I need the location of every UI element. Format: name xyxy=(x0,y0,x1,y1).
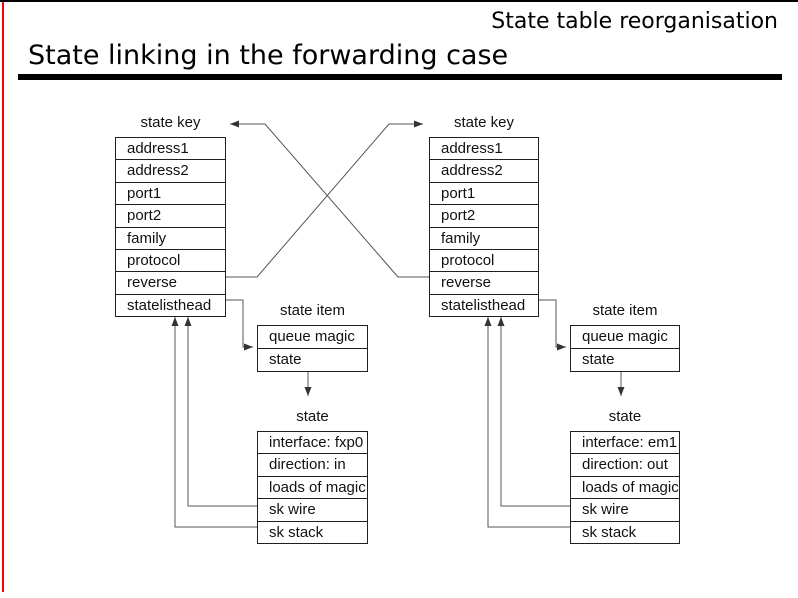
left-state-key-label: state key xyxy=(140,114,201,131)
left-state-key-table: address1 address2 port1 port2 family pro… xyxy=(115,137,226,318)
link-left-reverse-to-right-key xyxy=(226,120,423,278)
link-left-skwire-to-key xyxy=(184,317,257,507)
table-row: sk wire xyxy=(258,498,367,520)
table-row: loads of magic xyxy=(571,475,679,498)
table-row: sk stack xyxy=(571,520,679,543)
table-row: state xyxy=(258,348,367,371)
table-row: statelisthead xyxy=(116,293,225,316)
right-state-label: state xyxy=(608,408,642,425)
table-row: state xyxy=(571,348,679,371)
table-row: address2 xyxy=(430,159,538,181)
table-row: port2 xyxy=(430,204,538,226)
table-row: protocol xyxy=(116,248,225,271)
table-row: port1 xyxy=(116,181,225,204)
left-state-label: state xyxy=(296,408,329,425)
table-row: interface: fxp0 xyxy=(269,434,364,451)
link-left-skstack-to-key xyxy=(171,317,257,528)
table-row: reverse xyxy=(430,271,538,293)
table-row: reverse xyxy=(116,271,225,293)
left-state-table: interface: fxp0 direction: in loads of m… xyxy=(257,431,368,544)
right-state-table: interface: em1 direction: out loads of m… xyxy=(570,431,680,544)
title-divider xyxy=(18,74,782,80)
table-row: statelisthead xyxy=(430,293,538,316)
table-row: queue magic xyxy=(582,328,668,345)
table-row: direction: in xyxy=(258,453,367,475)
table-row: direction: out xyxy=(571,453,679,475)
link-right-skwire-to-key xyxy=(497,317,570,507)
link-left-statelisthead-to-item xyxy=(226,299,253,351)
slide-header: State table reorganisation xyxy=(491,9,778,34)
table-row: sk wire xyxy=(571,498,679,520)
right-state-key-table: address1 address2 port1 port2 family pro… xyxy=(429,137,539,318)
right-state-key-label: state key xyxy=(453,114,515,131)
table-row: loads of magic xyxy=(258,475,367,498)
page-title: State linking in the forwarding case xyxy=(28,40,509,71)
table-row: sk stack xyxy=(258,520,367,543)
right-state-item-table: queue magic state xyxy=(570,325,680,372)
table-row: port1 xyxy=(430,181,538,204)
table-row: family xyxy=(116,226,225,249)
table-row: interface: em1 xyxy=(582,434,678,451)
table-row: address1 xyxy=(127,140,189,157)
right-state-item-label: state item xyxy=(592,302,658,319)
link-right-reverse-to-left-key xyxy=(230,120,429,278)
link-right-skstack-to-key xyxy=(484,317,570,528)
table-row: address1 xyxy=(441,140,503,157)
table-row: port2 xyxy=(116,204,225,226)
top-border-line xyxy=(0,0,798,2)
table-row: address2 xyxy=(116,159,225,181)
table-row: protocol xyxy=(430,248,538,271)
left-state-item-label: state item xyxy=(279,302,346,319)
link-right-statelisthead-to-item xyxy=(538,299,566,351)
table-row: queue magic xyxy=(269,328,355,345)
left-state-item-table: queue magic state xyxy=(257,325,368,372)
table-row: family xyxy=(430,226,538,249)
left-accent-line xyxy=(2,2,4,592)
